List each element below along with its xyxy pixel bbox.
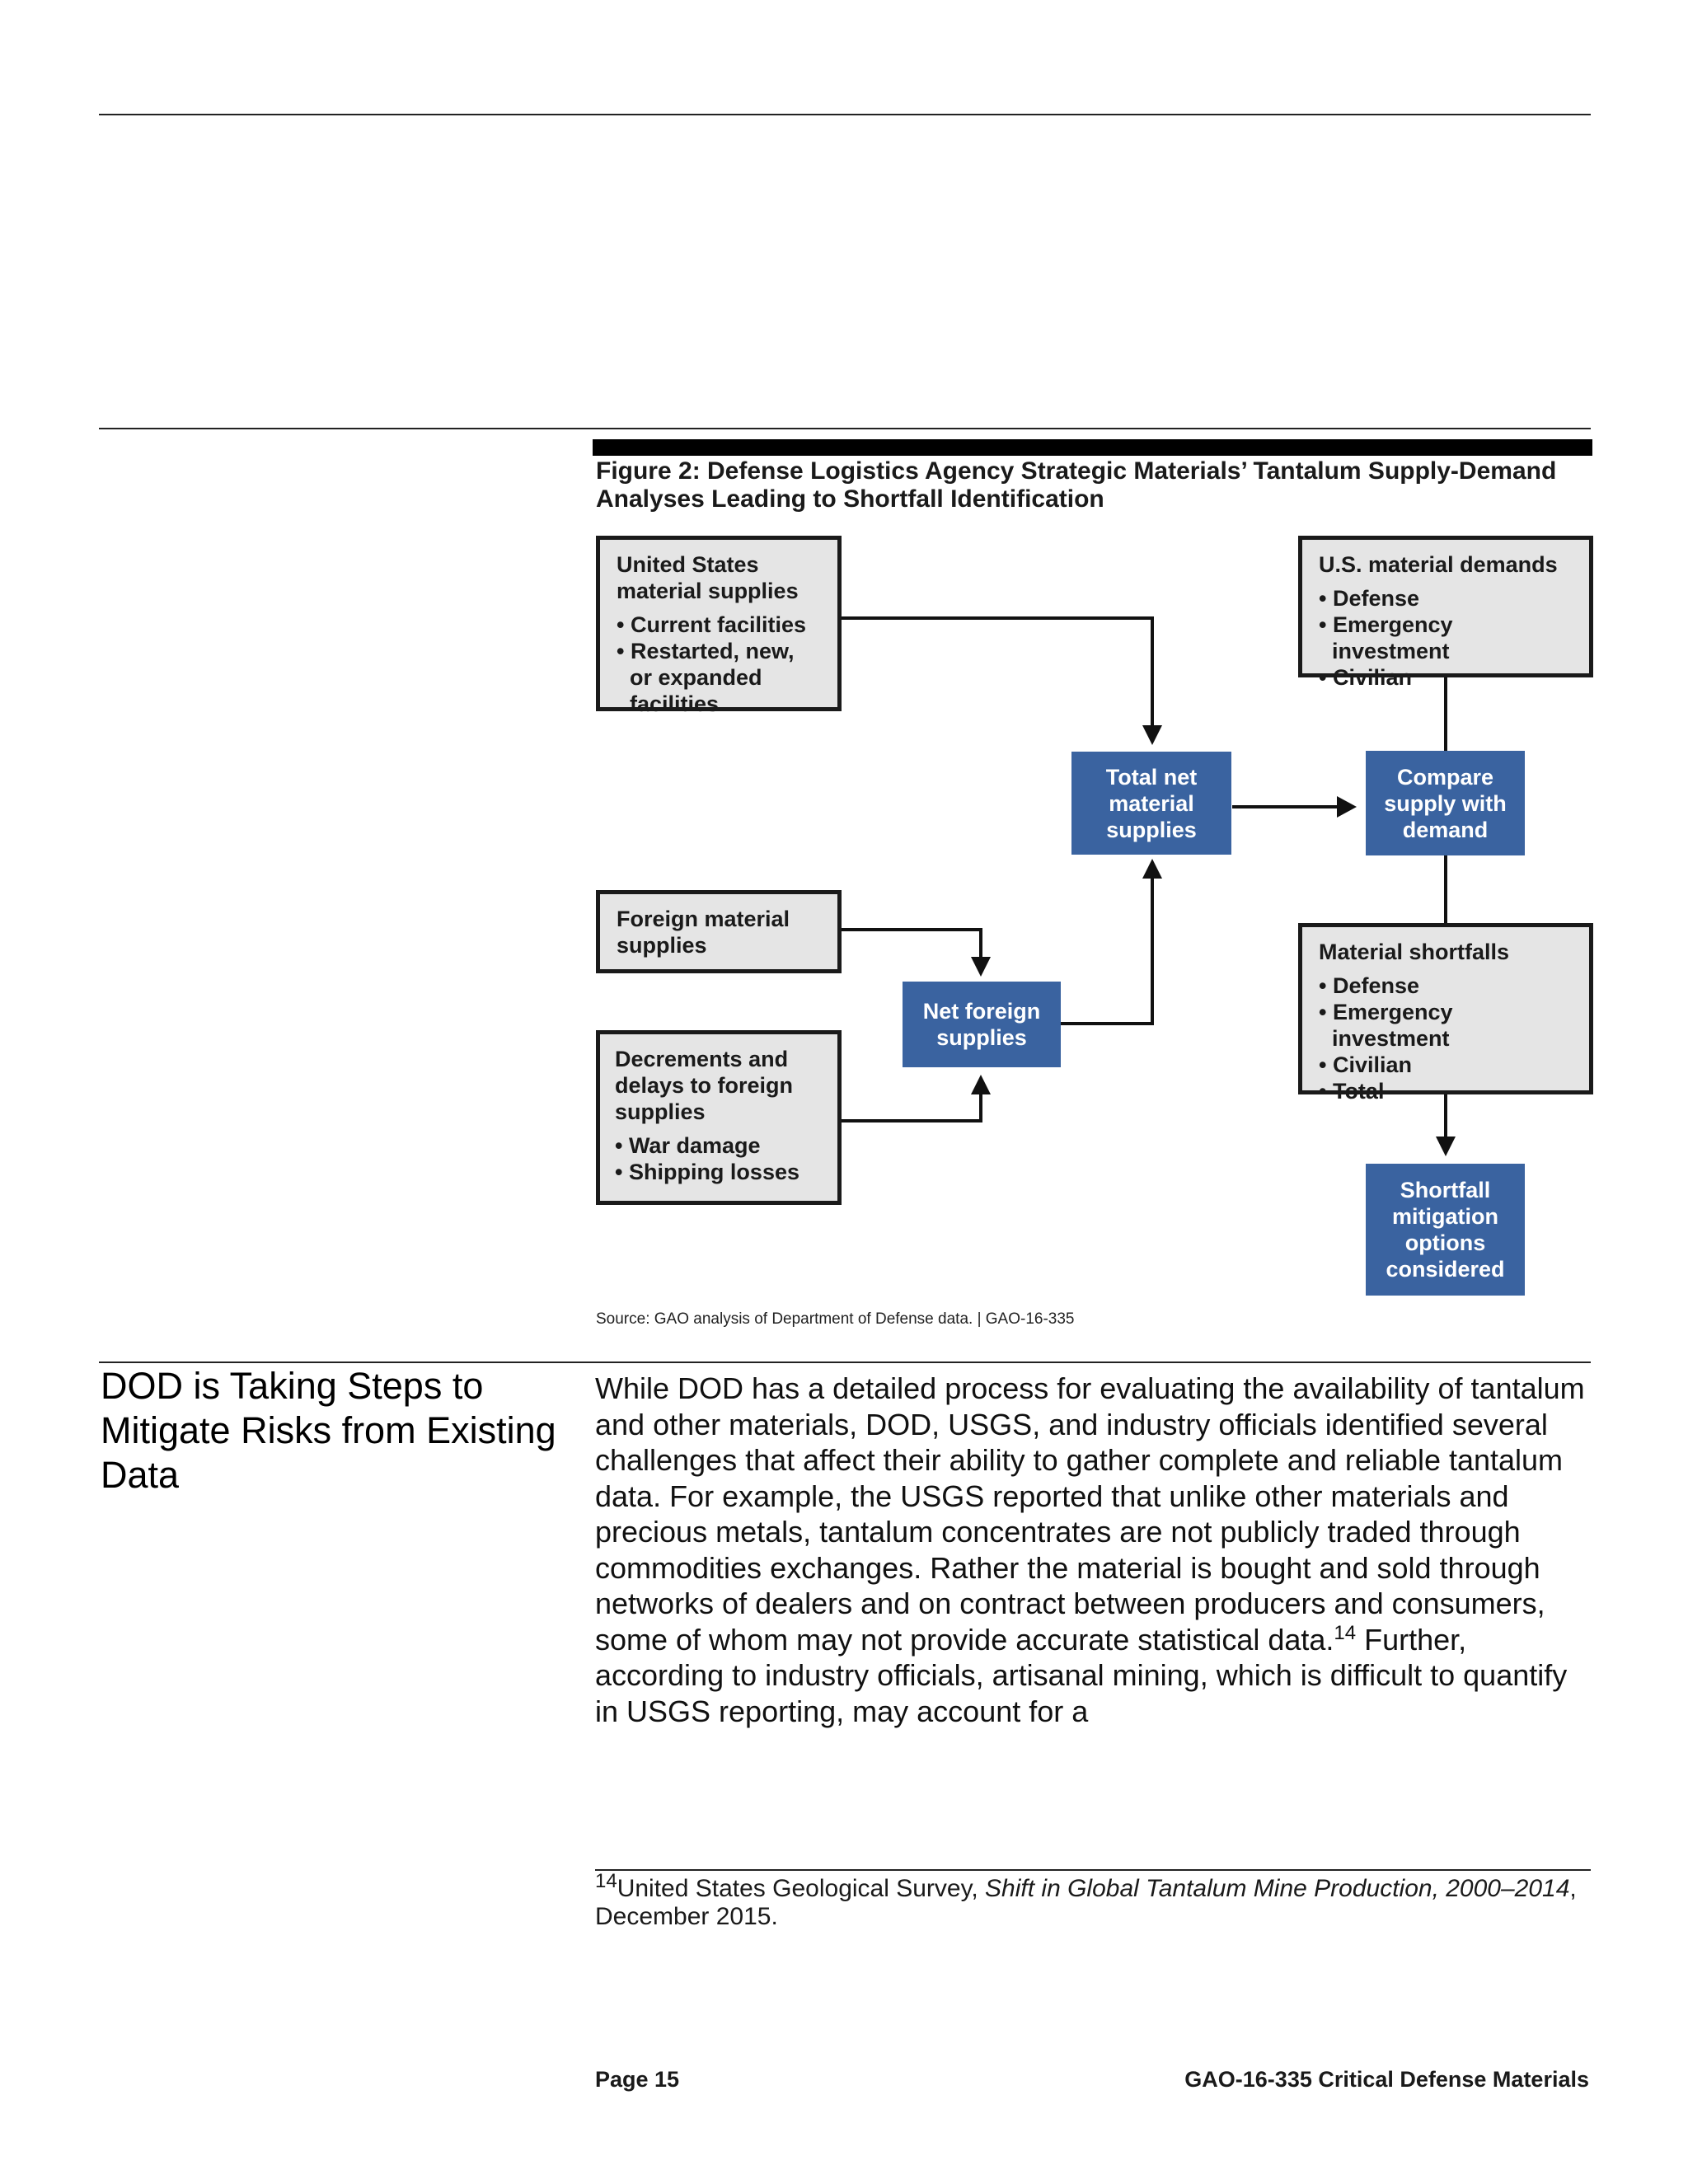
section-rule bbox=[99, 1361, 1591, 1363]
footnote-rule bbox=[595, 1869, 1591, 1871]
section-heading: DOD is Taking Steps to Mitigate Risks fr… bbox=[101, 1365, 556, 1496]
footnote: 14United States Geological Survey, Shift… bbox=[595, 1872, 1597, 1931]
arrowhead bbox=[1337, 796, 1357, 818]
figure-top-rule bbox=[99, 428, 1591, 429]
arrowhead bbox=[1142, 859, 1162, 879]
decrements-box: Decrements and delays to foreign supplie… bbox=[596, 1030, 842, 1205]
net-foreign-supplies-box: Net foreign supplies bbox=[903, 982, 1061, 1067]
decrements-heading: Decrements and delays to foreign supplie… bbox=[615, 1047, 794, 1124]
arrow-net-to-total bbox=[1060, 874, 1154, 1025]
total-net-material-supplies-box: Total net material supplies bbox=[1071, 752, 1231, 855]
list-item: • Emergency investment bbox=[1319, 612, 1453, 663]
us-material-supplies-heading: United States material supplies bbox=[617, 552, 799, 603]
us-material-supplies-box: United States material supplies • Curren… bbox=[596, 536, 842, 716]
figure-title-bar bbox=[593, 439, 1592, 456]
arrow-us-to-total bbox=[839, 616, 1154, 732]
list-item: • Civilian bbox=[1319, 1052, 1412, 1077]
us-material-demands-list: • Defense • Emergency investment • Civil… bbox=[1319, 585, 1573, 691]
us-material-supplies-list: • Current facilities • Restarted, new, o… bbox=[617, 612, 821, 717]
page-number: Page 15 bbox=[595, 2067, 680, 2092]
decrements-list: • War damage • Shipping losses bbox=[615, 1132, 821, 1185]
arrowhead bbox=[971, 1075, 991, 1094]
list-item: • Restarted, new, or expanded facilities bbox=[617, 639, 795, 716]
us-material-demands-heading: U.S. material demands bbox=[1319, 552, 1558, 577]
compare-supply-demand-box: Compare supply with demand bbox=[1366, 751, 1525, 855]
material-shortfalls-box: Material shortfalls • Defense • Emergenc… bbox=[1298, 923, 1593, 1104]
list-item: • Shipping losses bbox=[615, 1160, 799, 1184]
list-item: • War damage bbox=[615, 1133, 761, 1158]
material-shortfalls-heading: Material shortfalls bbox=[1319, 940, 1510, 964]
arrowhead bbox=[1142, 725, 1162, 745]
material-shortfalls-list: • Defense • Emergency investment • Civil… bbox=[1319, 972, 1573, 1104]
us-material-demands-box: U.S. material demands • Defense • Emerge… bbox=[1298, 536, 1593, 690]
list-item: • Civilian bbox=[1319, 665, 1412, 690]
top-rule bbox=[99, 114, 1591, 115]
arrowhead bbox=[1436, 1137, 1456, 1156]
footnote-title: Shift in Global Tantalum Mine Production… bbox=[985, 1875, 1570, 1902]
body-text: While DOD has a detailed process for eva… bbox=[595, 1371, 1585, 1657]
footnote-text: United States Geological Survey, bbox=[617, 1875, 986, 1902]
section-body: While DOD has a detailed process for eva… bbox=[595, 1371, 1597, 1729]
list-item: • Emergency investment bbox=[1319, 1000, 1453, 1051]
list-item: • Defense bbox=[1319, 586, 1420, 611]
figure-source: Source: GAO analysis of Department of De… bbox=[596, 1310, 1075, 1328]
foreign-material-supplies-box: Foreign material supplies bbox=[596, 890, 842, 973]
figure-title: Figure 2: Defense Logistics Agency Strat… bbox=[596, 457, 1557, 513]
arrow-decrements-to-net bbox=[839, 1090, 982, 1122]
footnote-number: 14 bbox=[595, 1870, 617, 1892]
list-item: • Defense bbox=[1319, 973, 1420, 998]
list-item: • Total bbox=[1319, 1079, 1385, 1104]
footnote-text-end: , December 2015. bbox=[595, 1875, 1577, 1930]
arrowhead bbox=[971, 957, 991, 977]
footnote-ref: 14 bbox=[1334, 1621, 1357, 1644]
arrow-foreign-to-net bbox=[839, 928, 982, 962]
shortfall-mitigation-box: Shortfall mitigation options considered bbox=[1366, 1164, 1525, 1296]
body-text-continued: Further, according to industry officials… bbox=[595, 1622, 1568, 1728]
report-title: GAO-16-335 Critical Defense Materials bbox=[1184, 2067, 1589, 2092]
list-item: • Current facilities bbox=[617, 612, 807, 637]
foreign-material-supplies-heading: Foreign material supplies bbox=[617, 907, 790, 958]
